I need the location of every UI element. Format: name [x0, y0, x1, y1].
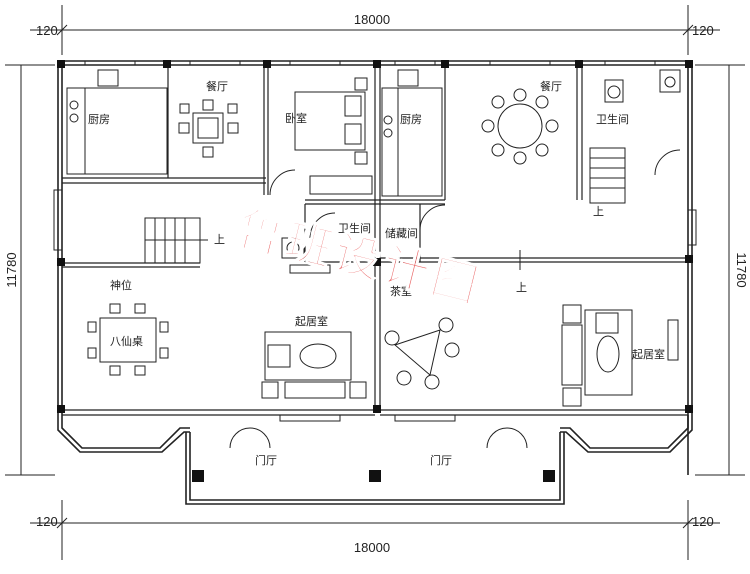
label-bathroom-right: 卫生间 [596, 112, 629, 126]
sofa-set-right [561, 304, 633, 407]
bathroom-right-fixtures [604, 69, 681, 103]
dim-margin-top-left: 120 [36, 23, 58, 38]
label-bedroom: 卧室 [285, 111, 307, 125]
dim-margin-bottom-left: 120 [36, 514, 58, 529]
columns [57, 60, 693, 482]
stair-arrows [200, 239, 521, 270]
tea-table [384, 317, 460, 390]
doors [229, 149, 681, 449]
label-storage: 储藏间 [385, 226, 418, 240]
label-kitchen-mid: 厨房 [400, 113, 422, 126]
dim-right-height: 11780 [734, 252, 749, 287]
kitchen-left-counter [66, 69, 168, 175]
stair-right [589, 147, 626, 204]
label-kitchen-left: 厨房 [88, 113, 110, 126]
label-stair-up-right: 上 [593, 205, 604, 218]
label-shrine: 神位 [110, 278, 132, 292]
dim-bottom-total: 18000 [354, 540, 390, 555]
label-dining-right: 餐厅 [540, 79, 562, 93]
label-bathroom-mid: 卫生间 [338, 221, 371, 235]
dim-margin-bottom-right: 120 [692, 514, 714, 529]
dining-table-right [481, 88, 559, 165]
kitchen-mid-counter [381, 69, 443, 197]
bathroom-mid-fixtures [281, 237, 331, 274]
label-dining-left: 餐厅 [206, 79, 228, 93]
dimension-lines [5, 5, 745, 560]
dim-left-height: 11780 [4, 252, 19, 287]
label-foyer-right: 门厅 [430, 453, 452, 467]
dim-top-total: 18000 [354, 12, 390, 27]
watermark-text: 鲁班设计图 [232, 201, 488, 314]
sofa-set-left [261, 331, 367, 399]
label-stair-up-left: 上 [214, 233, 225, 246]
bed [294, 77, 373, 195]
label-foyer-left: 门厅 [255, 453, 277, 467]
label-living-left: 起居室 [295, 314, 328, 328]
stair-left [144, 217, 201, 264]
label-table-eight: 八仙桌 [110, 335, 143, 348]
dining-table-left [178, 99, 239, 158]
dim-margin-top-right: 120 [692, 23, 714, 38]
label-stair-up-center: 上 [516, 281, 527, 294]
table-eight-immortals [87, 303, 169, 376]
label-living-right: 起居室 [632, 347, 665, 361]
windows [53, 60, 697, 422]
label-tea-room: 茶室 [390, 284, 412, 298]
